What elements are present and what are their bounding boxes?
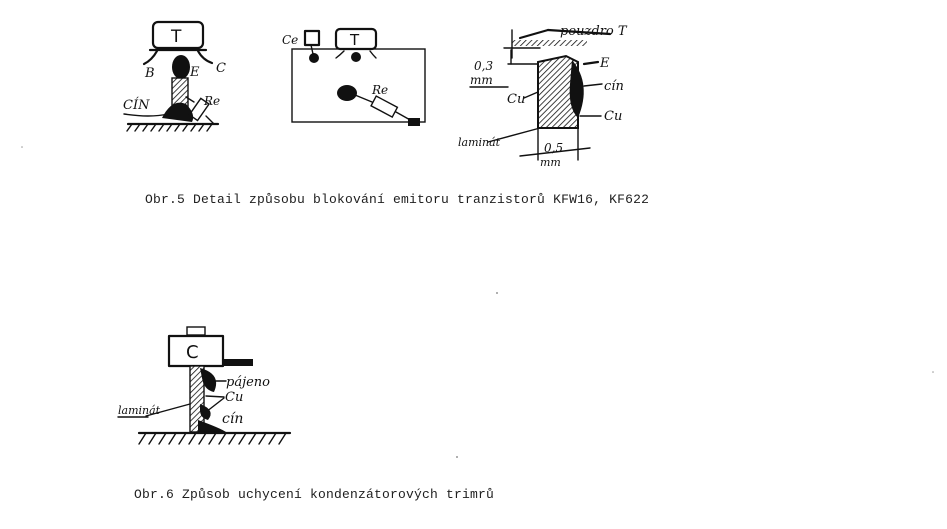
laminate-label-c: laminát: [458, 136, 501, 149]
figure-6-caption: Obr.6 Způsob uchycení kondenzátorových t…: [134, 487, 495, 502]
base-solder: [162, 102, 194, 122]
capacitor-label: Ce: [282, 33, 298, 47]
resistor-label: Re: [203, 94, 220, 108]
trimmer-lead: [223, 359, 253, 366]
laminate-label-6: laminát: [118, 404, 161, 417]
solder-joint-top: [200, 368, 217, 392]
transistor-label: T: [170, 27, 182, 47]
resistor-re: [188, 97, 210, 122]
housing-bar: [512, 40, 587, 46]
transistor-body-b: [334, 27, 378, 51]
capacitor-ce: [303, 29, 321, 47]
fig5-detail-a: T B E C Re CÍN: [123, 20, 226, 132]
pin-c-label: C: [216, 61, 226, 76]
solder-label: CÍN: [123, 97, 150, 113]
housing-label: pouzdro T: [560, 24, 628, 39]
copper-label-6: Cu: [225, 390, 243, 405]
ground-hatch: [126, 123, 213, 132]
scan-speck: [932, 371, 934, 373]
lead-b: [142, 49, 159, 66]
emitter-label-c: E: [599, 56, 610, 71]
solder-joint-label: pájeno: [226, 375, 270, 390]
scan-speck: [456, 456, 458, 458]
solder-label-6: cín: [222, 411, 243, 427]
pin-e-label: E: [189, 65, 200, 80]
transistor-body: [151, 20, 205, 50]
solder-blob-c: [569, 60, 584, 118]
dim-width-value: 0,5: [544, 141, 563, 155]
ground-hatch-6: [138, 432, 287, 445]
lead-c: [196, 49, 214, 65]
fig6-detail: C pájeno Cu cín laminát: [117, 326, 292, 445]
copper-left-label: Cu: [507, 92, 525, 107]
fig5-detail-c: pouzdro T 0,3 mm E cín Cu Cu laminát 0,5…: [458, 24, 628, 169]
dim-height-value: 0,3: [474, 59, 493, 73]
trimmer-screw: [186, 326, 206, 336]
scan-speck: [496, 292, 498, 294]
capacitor-c-label: C: [186, 342, 199, 363]
emitter-pad: [337, 85, 357, 101]
resistor-label-b: Re: [371, 83, 388, 97]
emitter-solder-blob: [172, 55, 190, 79]
pin-b-label: B: [144, 66, 155, 81]
solder-label-c: cín: [604, 79, 624, 94]
dim-width-unit: mm: [540, 156, 561, 169]
fig5-detail-b: Ce T Re: [282, 27, 426, 126]
dim-height-unit: mm: [470, 73, 493, 87]
solder-joint-bottom: [198, 420, 226, 432]
scan-speck: [21, 146, 23, 148]
copper-right-label: Cu: [604, 109, 622, 124]
figure-5-caption: Obr.5 Detail způsobu blokování emitoru t…: [145, 192, 650, 207]
housing-arrow: [518, 28, 550, 40]
resistor-re-b: [370, 95, 399, 118]
transistor-label-b: T: [349, 31, 360, 49]
